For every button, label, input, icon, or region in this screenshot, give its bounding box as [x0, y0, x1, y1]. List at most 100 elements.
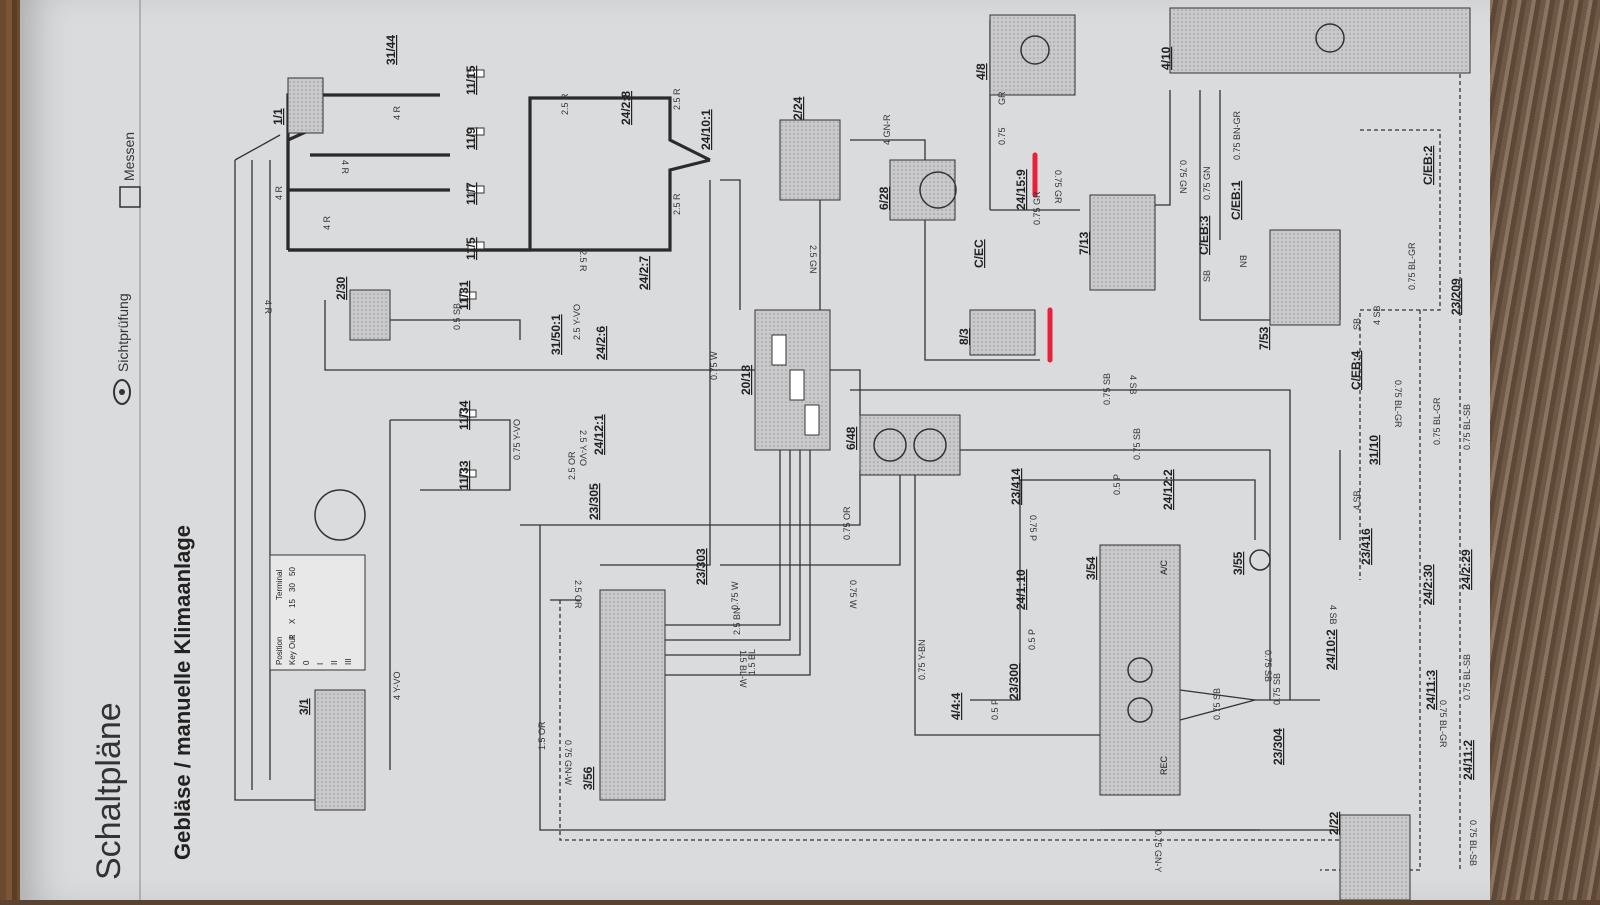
comp-3-54-box [1099, 544, 1181, 796]
component-label: 4/10 [1159, 46, 1173, 70]
wire-label: 4 GN-R [882, 114, 892, 145]
component-label: 20/18 [739, 365, 753, 395]
header-block: Schaltpläne Gebläse / manuelle Klimaanla… [90, 525, 195, 880]
wire-label: 0.75 Y-VO [512, 419, 522, 460]
wire-label: 0.5 P [1027, 629, 1037, 650]
wire-label: 0.75 BL-SB [1462, 654, 1472, 700]
wire-label: 4 SB [1328, 605, 1338, 625]
component-label: 7/13 [1077, 231, 1091, 255]
wire-label: 2.5 Y-VO [572, 304, 582, 340]
ignition-table-column-label: 15 [288, 599, 297, 608]
ignition-table-row-label: II [330, 661, 339, 665]
wire-label: BN [1238, 255, 1248, 268]
component-label: 11/7 [464, 182, 478, 205]
ignition-table-column-label: X [288, 618, 297, 624]
component-label: 11/5 [464, 237, 478, 260]
component-label: 6/28 [877, 186, 891, 210]
power-wires-thick [286, 93, 711, 252]
component-label: C/EB:2 [1421, 145, 1435, 185]
comp-3-1-box [314, 689, 366, 811]
eye-pupil-icon [119, 389, 125, 395]
ignition-table [269, 554, 366, 671]
manual-page: Schaltpläne Gebläse / manuelle Klimaanla… [20, 0, 1490, 901]
ignition-table-row-label: I [316, 663, 325, 665]
component-label: 11/9 [464, 127, 478, 150]
comp-7-13-box [1089, 194, 1156, 291]
wire-label: 0.75 [997, 127, 1007, 145]
comp-2-30-box [349, 289, 391, 341]
ignition-table-frame [269, 554, 366, 671]
sensor-4-8-icon [1020, 35, 1050, 65]
component-label: 24/2:30 [1421, 564, 1435, 605]
wire-label: 0.75 GR [1032, 191, 1042, 225]
tab-inspection-label: Sichtprüfung [115, 293, 131, 372]
wire-label: 4 SB [1128, 375, 1138, 395]
wire-label: 1.5 BL-W [738, 650, 748, 688]
comp-7-53-box [1269, 229, 1341, 326]
ignition-table-column-label: 30 [288, 583, 297, 592]
fuse-11-31 [459, 291, 477, 300]
motor-symbols [314, 23, 1345, 723]
wire-label: SB [1202, 270, 1212, 282]
ignition-table-row-label: 0 [302, 660, 311, 665]
wire-label: 0.75 W [848, 580, 858, 609]
comp-3-56-box [599, 589, 666, 801]
component-label: 6/48 [844, 426, 858, 450]
component-label: 31/44 [384, 35, 398, 65]
comp-2-24-box [779, 119, 841, 201]
component-label: 23/304 [1271, 728, 1285, 765]
comp-6-28-box [889, 159, 956, 221]
component-label: 23/303 [694, 548, 708, 585]
component-label: 3/55 [1231, 551, 1245, 575]
wire-label: 0.75 GR [1053, 170, 1063, 204]
wire-label: 0.5 P [1112, 474, 1122, 495]
wire-label: 2.5 R [560, 93, 570, 115]
dashed-wires [559, 60, 1461, 871]
component-labels: 3/11/131/442/3011/1511/911/711/511/3131/… [271, 35, 1475, 835]
component-label: C/EB:1 [1229, 180, 1243, 220]
wire-label: 0.75 OR [842, 506, 852, 540]
ignition-table-position-label: Position [275, 637, 284, 665]
wire-label: 0.75 BL-GR [1432, 397, 1442, 445]
wire-label: 2.5 BN [732, 607, 742, 635]
wire-label: 4 R [392, 105, 402, 120]
comp-1-1-box [287, 77, 324, 134]
ignition-table-row-label: III [344, 658, 353, 665]
component-label: 31/50:1 [549, 314, 563, 355]
wire-label: 4 SB [1352, 490, 1362, 510]
wire-label: 0.75 BL-GR [1393, 380, 1403, 428]
wire-label: 2.5 OR [567, 451, 577, 480]
signal-wires [234, 20, 1350, 831]
wire-label: 0.75 W [730, 581, 740, 610]
component-label: 24/2:6 [594, 326, 608, 360]
component-label: 24/15:9 [1014, 169, 1028, 210]
wire-label: 0.75 SB [1272, 673, 1282, 705]
wire-label: 1.5 OR [537, 721, 547, 750]
component-label: C/EB:3 [1197, 215, 1211, 255]
sensor-6-48-icon [913, 428, 947, 462]
tab-measure-group[interactable]: Messen [119, 132, 141, 208]
fuse-11-34 [459, 409, 477, 418]
tab-measure-label: Messen [121, 132, 137, 181]
component-label: 24/12:1 [592, 414, 606, 455]
component-label: 2/24 [791, 96, 805, 120]
wire-label: 4 Y-VO [392, 671, 402, 700]
fuse-11-33 [459, 469, 477, 478]
resistor-r2 [789, 369, 805, 401]
ignition-table-row-label: Key Out [288, 635, 297, 665]
component-label: 24/2:7 [637, 256, 651, 290]
component-label: 31/10 [1367, 435, 1381, 465]
wire-label: 4 R [340, 160, 350, 175]
wire-label: 0.75 GN [1202, 166, 1212, 200]
sensor-4-10-icon [1315, 23, 1345, 53]
resistor-stack [771, 334, 820, 436]
fabric-background-right [1470, 0, 1600, 900]
component-label: 24/10:1 [699, 109, 713, 150]
wire-label: 0.75 BL-GR [1438, 700, 1448, 748]
wire-label: GR [997, 91, 1007, 105]
wire-label: 4 SB [1372, 305, 1382, 325]
diagram-subtitle: Gebläse / manuelle Klimaanlage [170, 525, 195, 860]
component-label: 2/22 [1327, 811, 1341, 835]
tab-inspection-group[interactable]: Sichtprüfung [113, 293, 131, 405]
